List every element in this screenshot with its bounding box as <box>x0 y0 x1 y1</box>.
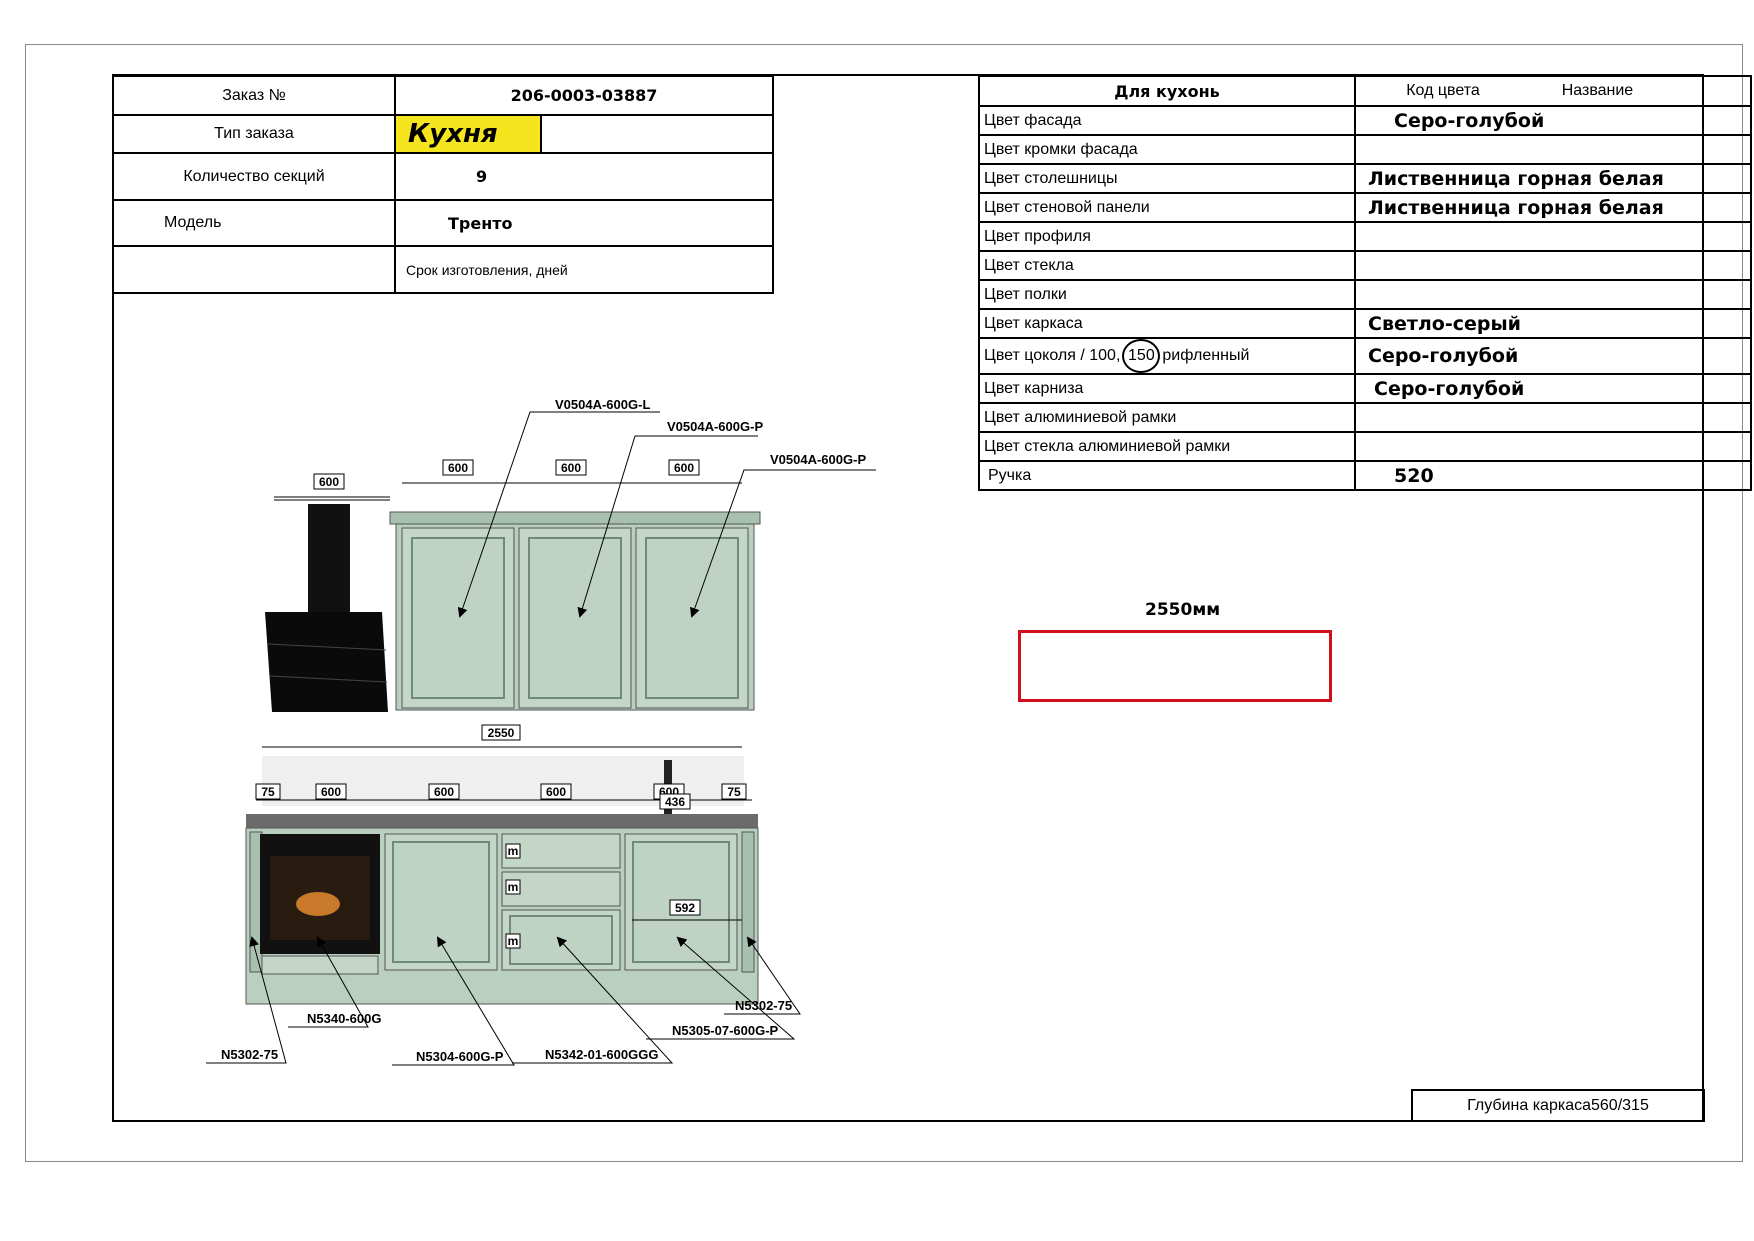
order-type-value: Кухня <box>396 116 542 152</box>
circled-value: 150 <box>1122 339 1161 373</box>
row-label: Цвет профиля <box>978 221 1356 252</box>
lower-width-label: 75 <box>727 785 741 799</box>
colors-header-name: Название <box>1561 82 1634 99</box>
row-value: Лиственница горная белая <box>1354 192 1752 223</box>
model-value: Тренто <box>394 199 774 247</box>
empty-cell <box>112 245 396 294</box>
depth-label: Глубина каркаса <box>1467 1097 1591 1114</box>
row-label: Цвет алюминиевой рамки <box>978 402 1356 433</box>
row-value <box>1354 134 1752 165</box>
row-value: Серо-голубой <box>1354 373 1752 404</box>
order-number-value: 206-0003-03887 <box>394 75 774 116</box>
upper-width-label: 600 <box>561 461 581 475</box>
row-label: Ручка <box>978 460 1356 491</box>
row-value: Светло-серый <box>1354 308 1752 339</box>
row-label-tail: рифленный <box>1162 347 1250 364</box>
page-outer-frame <box>25 44 1743 1162</box>
upper-width-label: 600 <box>674 461 694 475</box>
layout-outline <box>1018 630 1332 702</box>
upper-cabinet-code: V0504A-600G-P <box>667 419 763 434</box>
row-label: Цвет фасада <box>978 105 1356 136</box>
range-hood <box>265 499 390 712</box>
upper-width-label: 600 <box>448 461 468 475</box>
row-label: Цвет стекла <box>978 250 1356 281</box>
row-value: 520 <box>1354 460 1752 491</box>
lower-cabinet-code: N5302-75 <box>221 1047 278 1062</box>
drawer-mark: m <box>508 880 519 894</box>
order-number-label: Заказ № <box>112 75 396 116</box>
lower-width-label: 600 <box>321 785 341 799</box>
term-label: Срок изготовления, дней <box>394 245 774 294</box>
lower-cabinet-code: N5302-75 <box>735 998 792 1013</box>
upper-cabinet-code: V0504A-600G-P <box>770 452 866 467</box>
upper-leaders <box>457 411 876 618</box>
sections-label: Количество секций <box>112 152 396 201</box>
depth-box: Глубина каркаса560/315 <box>1411 1089 1705 1122</box>
lower-cabinet-code: N5342-01-600GGG <box>545 1047 658 1062</box>
countertop <box>246 814 758 828</box>
row-value <box>1354 402 1752 433</box>
row-value: Лиственница горная белая <box>1354 163 1752 194</box>
row-value: Серо-голубой <box>1354 337 1752 375</box>
depth-value: 560/315 <box>1591 1097 1649 1114</box>
lower-width-label: 600 <box>546 785 566 799</box>
upper-cabinets <box>389 511 761 711</box>
row-label: Цвет кромки фасада <box>978 134 1356 165</box>
row-value <box>1354 250 1752 281</box>
lower-width-label: 75 <box>261 785 275 799</box>
colors-table: Для кухонь Код цвета Название Цвет фасад… <box>978 75 1752 491</box>
lower-cabinet-code: N5304-600G-P <box>416 1049 504 1064</box>
sections-value: 9 <box>394 152 774 201</box>
colors-header-code: Код цвета <box>1406 82 1480 99</box>
row-value <box>1354 221 1752 252</box>
lower-leaders <box>206 936 801 1066</box>
drawer-mark: m <box>508 844 519 858</box>
row-label: Цвет полки <box>978 279 1356 310</box>
hood-width-label: 600 <box>319 475 339 489</box>
row-value <box>1354 279 1752 310</box>
order-info-table: Заказ № 206-0003-03887 Тип заказа Кухня … <box>112 75 774 294</box>
layout-dimension: 2550мм <box>1145 600 1221 620</box>
drawer-mark: m <box>508 934 519 948</box>
row-label: Цвет карниза <box>978 373 1356 404</box>
row-label: Цвет каркаса <box>978 308 1356 339</box>
model-label: Модель <box>112 199 396 247</box>
dimension-labels: 600 600 600 600 2550 75 600 600 600 600 … <box>255 459 747 949</box>
inner-width-label: 592 <box>675 901 695 915</box>
row-label: Цвет столешницы <box>978 163 1356 194</box>
row-label: Цвет цоколя / 100, <box>984 347 1121 364</box>
total-width-label: 2550 <box>488 726 515 740</box>
colors-header-main: Для кухонь <box>978 75 1356 107</box>
upper-cabinet-code: V0504A-600G-L <box>555 397 650 412</box>
order-type-label: Тип заказа <box>112 114 396 154</box>
lower-cabinet-code: N5305-07-600G-P <box>672 1023 779 1038</box>
lower-cabinets <box>245 760 759 1005</box>
sheet-border <box>112 74 1704 1122</box>
lower-cabinet-code: N5340-600G <box>307 1011 381 1026</box>
row-value: Серо-голубой <box>1354 105 1752 136</box>
row-label: Цвет стеновой панели <box>978 192 1356 223</box>
row-value <box>1354 431 1752 462</box>
sink-width-label: 436 <box>665 795 685 809</box>
lower-width-label: 600 <box>434 785 454 799</box>
row-label: Цвет стекла алюминиевой рамки <box>978 431 1356 462</box>
